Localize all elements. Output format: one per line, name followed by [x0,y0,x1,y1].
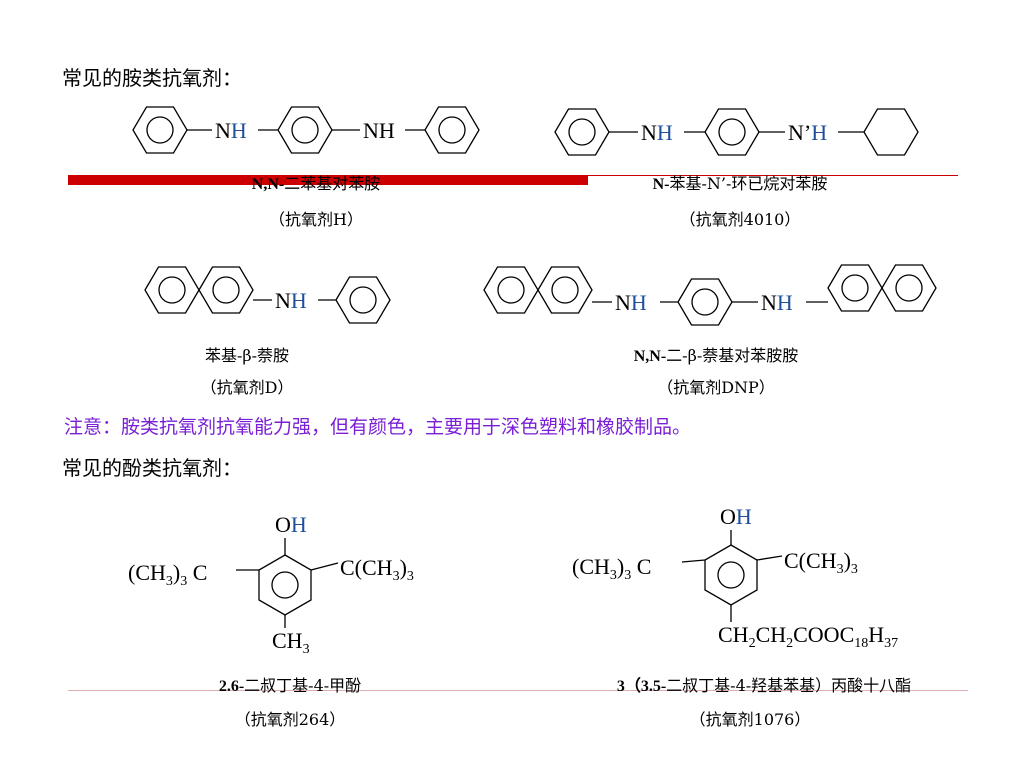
phenol-heading: 常见的酚类抗氧剂： [62,456,242,480]
caption-name-d: 苯基-β-萘胺 [204,346,290,365]
caption-code-h: （抗氧剂H） [269,210,363,229]
benzene-ring [424,106,480,154]
bottom-divider [68,690,968,691]
caption-code-1076: （抗氧剂1076） [689,710,811,729]
cyclohexane-ring [863,108,919,156]
caption-name-4010: N-苯基-N’-环已烷对苯胺 [652,174,828,193]
benzene-ring [335,276,391,324]
note-text: 注意：胺类抗氧剂抗氧能力强，但有颜色，主要用于深色塑料和橡胶制品。 [64,416,692,438]
caption-code-264: （抗氧剂264） [234,710,346,729]
svg-text:NH: NH [363,118,395,143]
svg-text:NH: NH [761,290,793,315]
benzene-ring [258,554,312,616]
svg-text:C(CH3)3: C(CH3)3 [340,555,414,584]
caption-name-264: 2.6-二叔丁基-4-甲酚 [218,676,362,695]
svg-text:N’H: N’H [788,120,827,145]
amine-heading: 常见的胺类抗氧剂： [62,66,242,90]
structure-antioxidant-4010: NH N’H [554,108,919,156]
caption-name-1076: 3（3.5-二叔丁基-4-羟基苯基）丙酸十八酯 [616,676,912,695]
svg-text:OH: OH [275,512,307,537]
benzene-ring [277,106,333,154]
svg-text:(CH3)3 C: (CH3)3 C [572,554,651,583]
benzene-ring [704,544,758,606]
caption-name-dnp: N,N-二-β-萘基对苯胺胺 [633,346,799,365]
svg-text:NH: NH [615,290,647,315]
caption-code-dnp: （抗氧剂DNP） [657,378,775,397]
benzene-ring [677,278,733,326]
svg-text:NH: NH [215,118,247,143]
svg-text:C(CH3)3: C(CH3)3 [784,548,858,577]
structure-antioxidant-h: NH NH [132,106,480,154]
svg-text:(CH3)3 C: (CH3)3 C [128,560,207,589]
caption-name-h: N,N-二苯基对苯胺 [251,174,381,193]
naphthalene-ring [144,266,254,314]
structure-antioxidant-1076: OH (CH3)3 C C(CH3)3 CH2CH2COOC18H37 [572,504,898,651]
benzene-ring [132,106,188,154]
svg-text:NH: NH [641,120,673,145]
benzene-ring [704,108,760,156]
naphthalene-ring [483,266,593,314]
divider-line [588,175,958,176]
structure-antioxidant-264: OH (CH3)3 C C(CH3)3 CH3 [128,512,414,657]
benzene-ring [554,108,610,156]
svg-text:NH: NH [275,288,307,313]
accent-bar [68,175,588,185]
caption-code-4010: （抗氧剂4010） [679,210,801,229]
structure-antioxidant-dnp: NH NH [483,264,937,326]
naphthalene-ring [827,264,937,312]
caption-code-d: （抗氧剂D） [200,378,294,397]
svg-text:OH: OH [720,504,752,529]
svg-text:CH3: CH3 [272,628,310,657]
svg-text:CH2CH2COOC18H37: CH2CH2COOC18H37 [718,622,898,651]
structure-antioxidant-d: NH [144,266,391,324]
